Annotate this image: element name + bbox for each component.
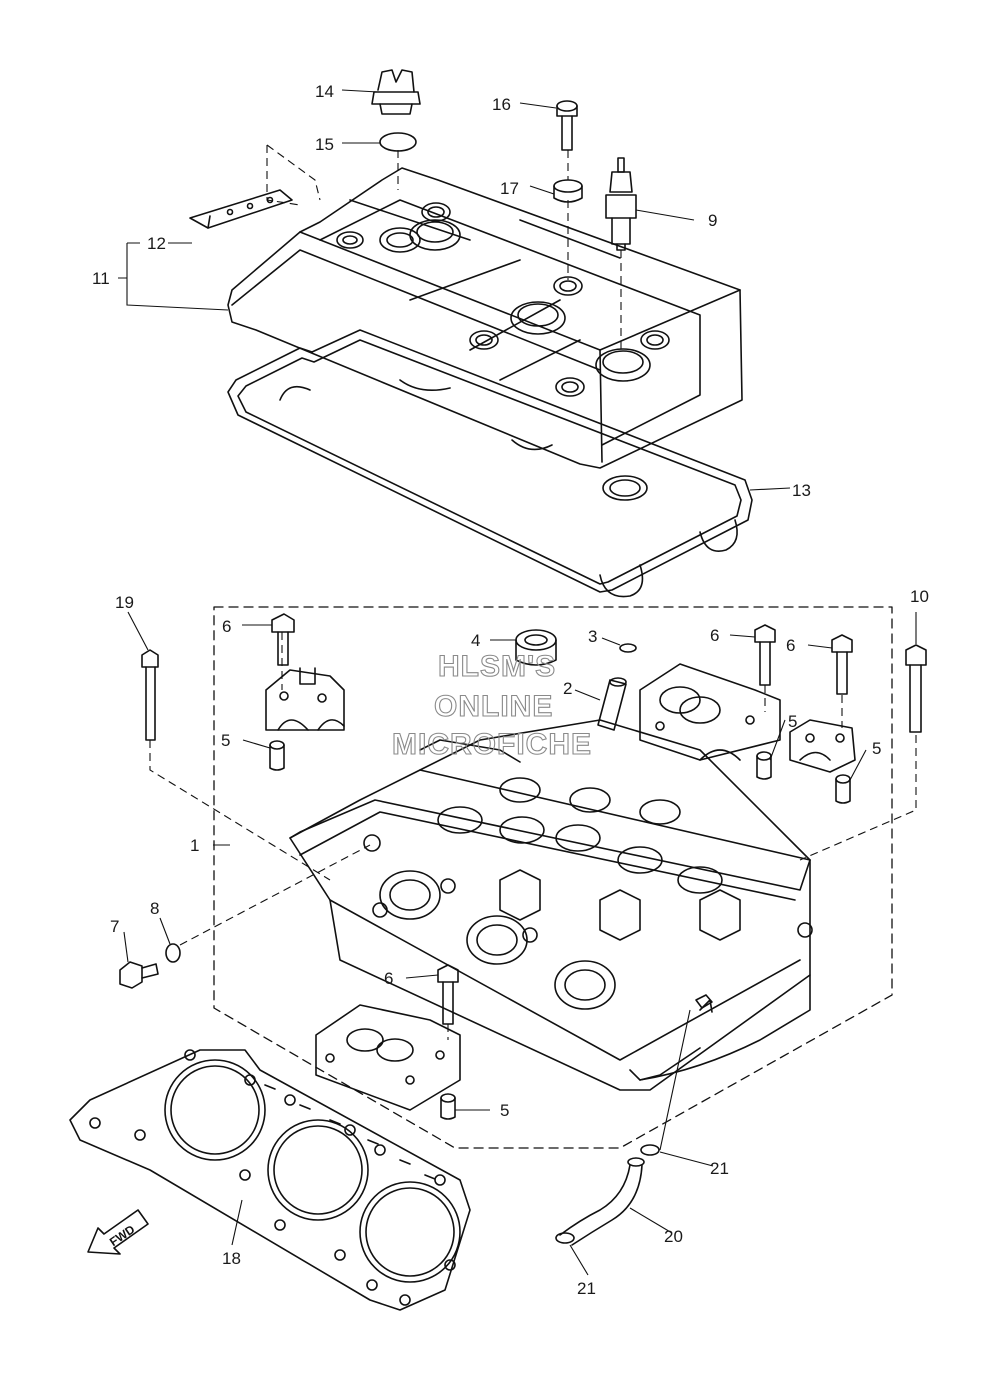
callout-10: 10 — [910, 587, 929, 606]
cylinder-head-cover-gasket — [227, 329, 753, 598]
callout-3: 3 — [588, 627, 597, 646]
callout-6-right: 6 — [786, 636, 795, 655]
callout-11: 11 — [92, 269, 110, 288]
cylinder-head-cover — [227, 167, 743, 469]
callout-6-left: 6 — [222, 617, 231, 636]
head-bolt — [141, 649, 159, 741]
callout-6-mid: 6 — [710, 626, 719, 645]
dowel-pin — [440, 1093, 456, 1120]
cylinder-head — [289, 719, 813, 1091]
callout-18: 18 — [222, 1249, 241, 1268]
callout-15: 15 — [315, 135, 334, 154]
callout-17: 17 — [500, 179, 519, 198]
callout-16: 16 — [492, 95, 511, 114]
dowel-pin — [269, 740, 285, 771]
callout-2: 2 — [563, 679, 572, 698]
callout-5-mid: 5 — [788, 712, 797, 731]
union-bolt — [119, 961, 159, 989]
assembly-lines — [149, 144, 917, 1040]
hose-clamp — [640, 1144, 660, 1156]
cover-bolt — [556, 100, 578, 151]
callout-6-bottom: 6 — [384, 969, 393, 988]
callout-1: 1 — [190, 836, 199, 855]
leader-lines — [118, 89, 917, 1276]
cap-bolt — [271, 613, 295, 666]
callout-12: 12 — [147, 234, 166, 253]
dowel-pin — [835, 774, 851, 804]
cylinder-head-gasket — [69, 1049, 471, 1311]
spark-plug — [605, 157, 637, 251]
grommet — [553, 179, 583, 203]
watermark-line-3: MICROFICHE — [392, 728, 592, 761]
callout-5-bottom: 5 — [500, 1101, 509, 1120]
watermark: HLSM'S ONLINE MICROFICHE — [391, 649, 592, 761]
fwd-label: FWD — [107, 1222, 138, 1249]
callout-5-left: 5 — [221, 731, 230, 750]
cap-bolt — [831, 634, 853, 695]
callout-8: 8 — [150, 899, 159, 918]
callout-19: 19 — [115, 593, 134, 612]
forward-direction-arrow — [87, 1209, 149, 1255]
camshaft-cap — [315, 1004, 461, 1111]
gasket-washer — [165, 943, 181, 963]
camshaft-cap — [789, 719, 856, 773]
cap-bolt — [437, 964, 459, 1025]
callout-13: 13 — [792, 481, 811, 500]
callout-21-right: 21 — [710, 1159, 729, 1178]
callout-5-right: 5 — [872, 739, 881, 758]
dowel-pin — [756, 751, 772, 780]
callout-9: 9 — [708, 211, 717, 230]
o-ring — [379, 132, 417, 152]
breather-nipple — [695, 994, 713, 1009]
breather-hose — [559, 1157, 645, 1246]
assembly-boundary — [213, 606, 893, 1149]
watermark-line-1: HLSM'S — [438, 650, 556, 683]
camshaft-cap — [639, 663, 781, 761]
head-bolt — [905, 644, 927, 733]
cover-bracket — [189, 189, 293, 229]
callout-20: 20 — [664, 1227, 683, 1246]
oil-filler-cap — [371, 69, 421, 115]
circlip — [619, 643, 637, 653]
watermark-line-2: ONLINE — [434, 690, 553, 723]
camshaft-cap — [265, 667, 345, 731]
valve-guide — [597, 677, 627, 731]
callout-21-left: 21 — [577, 1279, 596, 1298]
callout-14: 14 — [315, 82, 334, 101]
callout-7: 7 — [110, 917, 119, 936]
hose-clamp — [555, 1232, 575, 1244]
callout-4: 4 — [471, 631, 480, 650]
cap-bolt — [754, 624, 776, 686]
